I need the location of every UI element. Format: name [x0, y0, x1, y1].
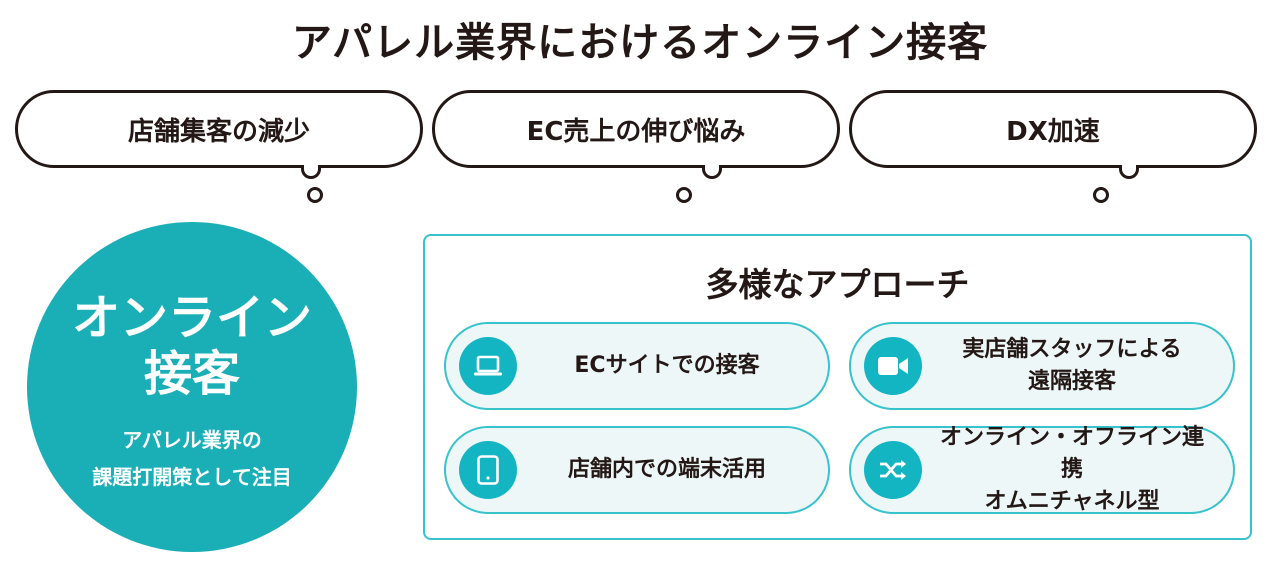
- approach-card-remote-staff: 実店舗スタッフによる 遠隔接客: [849, 322, 1235, 410]
- page-title: アパレル業界におけるオンライン接客: [291, 20, 989, 66]
- circle-subtitle-line: アパレル業界の: [122, 428, 262, 452]
- approach-card-ec-site: ECサイトでの接客: [444, 322, 830, 410]
- card-label-line: 実店舗スタッフによる: [962, 337, 1182, 362]
- bubble-dot: [1093, 187, 1109, 203]
- bubble-ec-sales: EC売上の伸び悩み: [432, 90, 840, 179]
- card-label-line: 遠隔接客: [1027, 369, 1116, 394]
- online-service-circle: オンライン 接客 アパレル業界の 課題打開策として注目: [27, 222, 357, 552]
- approaches-panel: 多様なアプローチ ECサイトでの接客 実店舗スタッフによる 遠隔接客: [423, 234, 1252, 540]
- bubble-label: DX加速: [1006, 116, 1100, 147]
- card-label: 実店舗スタッフによる 遠隔接客: [931, 324, 1213, 408]
- card-label-line: オムニチャネル型: [984, 489, 1160, 514]
- bubble-dot: [676, 187, 692, 203]
- video-camera-icon: [864, 337, 922, 395]
- bubble-dot: [307, 187, 323, 203]
- bubble-label: 店舗集客の減少: [127, 116, 310, 147]
- approach-card-omnichannel: オンライン・オフライン連携 オムニチャネル型: [849, 425, 1235, 514]
- card-label: 店舗内での端末活用: [526, 428, 808, 512]
- bubble-dx: DX加速: [849, 90, 1257, 179]
- circle-title-line: オンライン: [71, 290, 312, 346]
- card-label: ECサイトでの接客: [526, 324, 808, 408]
- shuffle-icon: [864, 441, 922, 499]
- laptop-icon: [459, 337, 517, 395]
- bubble-tail: [702, 165, 722, 179]
- bubble-store-decline: 店舗集客の減少: [15, 90, 423, 179]
- circle-title: オンライン 接客: [27, 290, 357, 402]
- card-label: オンライン・オフライン連携 オムニチャネル型: [931, 425, 1213, 514]
- circle-title-line: 接客: [143, 346, 240, 402]
- panel-title: 多様なアプローチ: [705, 265, 970, 304]
- card-label-line: オンライン・オフライン連携: [939, 425, 1204, 482]
- tablet-icon: [459, 441, 517, 499]
- bubble-label: EC売上の伸び悩み: [526, 116, 746, 147]
- bubble-tail: [1119, 165, 1139, 179]
- card-label-line: ECサイトでの接客: [574, 353, 760, 378]
- approach-card-in-store-device: 店舗内での端末活用: [444, 426, 830, 514]
- card-label-line: 店舗内での端末活用: [567, 457, 766, 482]
- bubble-tail: [301, 165, 321, 179]
- circle-subtitle-line: 課題打開策として注目: [92, 465, 292, 489]
- circle-subtitle: アパレル業界の 課題打開策として注目: [27, 422, 357, 496]
